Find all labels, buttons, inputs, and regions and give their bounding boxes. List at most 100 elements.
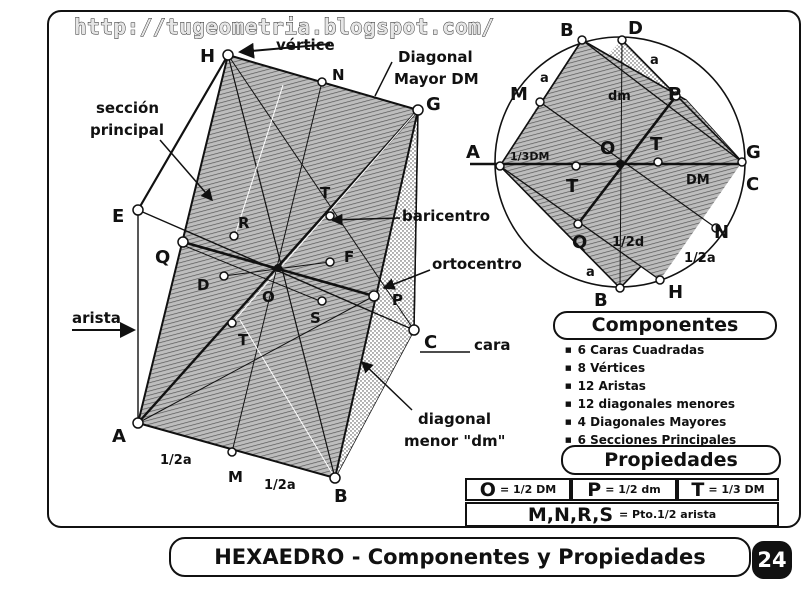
label-M: M <box>228 468 243 486</box>
dot-G <box>412 104 424 116</box>
clabel-T-upper: T <box>650 134 663 155</box>
clabel-a-bottom: a <box>586 265 595 280</box>
label-S: S <box>310 309 321 327</box>
label-Q: Q <box>155 247 170 268</box>
clabel-A: A <box>466 142 480 163</box>
label-ortocentro: ortocentro <box>432 255 522 273</box>
label-R: R <box>238 214 250 232</box>
white-line-upper <box>235 84 284 233</box>
property-midpoints: M,N,R,S = Pto.1/2 arista <box>465 502 779 527</box>
circle-dots <box>495 35 747 293</box>
clabel-P: P <box>668 84 681 105</box>
dot-Q <box>177 236 189 248</box>
clabel-third-dm: 1/3DM <box>510 150 549 163</box>
clabel-Q: Q <box>572 232 587 253</box>
clabel-a-top: a <box>650 53 659 68</box>
property-key: O <box>479 478 496 501</box>
label-E: E <box>112 206 124 227</box>
label-half-edge-left: 1/2a <box>160 453 192 468</box>
edge-GC <box>413 109 419 331</box>
hexahedron-solid <box>72 42 470 484</box>
clabel-C: C <box>746 174 759 195</box>
cdot-N <box>711 223 721 233</box>
clabel-H: H <box>668 282 683 303</box>
property-key: T <box>691 478 705 501</box>
property-key: P <box>587 478 602 501</box>
label-mayor-dm: Mayor DM <box>394 70 479 88</box>
label-T-top: T <box>320 184 331 202</box>
label-P: P <box>392 291 403 309</box>
label-C: C <box>424 332 437 353</box>
segment-P-Q <box>576 95 678 225</box>
content-panel <box>47 10 801 528</box>
cdot-H <box>655 275 665 285</box>
list-item: 12 Aristas <box>565 377 736 395</box>
white-diagonal <box>239 319 336 479</box>
label-cara: cara <box>474 336 511 354</box>
property-value: = 1/3 DM <box>708 483 765 496</box>
label-B: B <box>334 486 348 507</box>
list-item: 6 Caras Cuadradas <box>565 341 736 359</box>
componentes-list: 6 Caras Cuadradas 8 Vértices 12 Aristas … <box>565 341 737 449</box>
label-half-edge-right: 1/2a <box>264 478 296 493</box>
dotted-face-lower <box>335 296 414 478</box>
cdot-T-lower <box>571 161 581 171</box>
label-principal: principal <box>90 121 164 139</box>
dot-D <box>219 271 229 281</box>
list-item: 12 diagonales menores <box>565 395 736 413</box>
cdot-P <box>671 91 681 101</box>
label-T-bottom: T <box>238 331 249 349</box>
cdot-M <box>535 97 545 107</box>
dot-B <box>329 472 341 484</box>
property-value: = Pto.1/2 arista <box>619 508 717 521</box>
label-A: A <box>112 426 126 447</box>
main-figure-labels: H N G E Q D R F O S T T P C A M B vértic… <box>72 36 522 507</box>
page-title: HEXAEDRO - Componentes y Propiedades <box>169 537 751 577</box>
diagonal-mayor-pointer <box>374 61 393 97</box>
cdot-O <box>616 160 624 168</box>
cdot-Q <box>573 219 583 229</box>
label-vertice: vértice <box>276 36 335 54</box>
cdot-T-upper <box>653 157 663 167</box>
clabel-B-bottom: B <box>594 290 608 311</box>
label-N: N <box>332 66 345 84</box>
page-number-badge: 24 <box>752 541 792 579</box>
diagonal-menor-pointer <box>360 360 413 411</box>
label-D: D <box>197 276 209 294</box>
dot-T-bottom <box>227 318 237 328</box>
seccion-pointer <box>159 139 213 202</box>
label-F: F <box>344 248 354 266</box>
label-diagonal-menor-1: diagonal <box>418 410 491 428</box>
dot-T-top <box>325 211 335 221</box>
vertice-pointer <box>238 42 331 59</box>
clabel-N: N <box>714 222 729 243</box>
baricentro-pointer <box>330 213 401 226</box>
clabel-D: D <box>628 18 643 39</box>
property-P: P = 1/2 dm <box>571 478 677 501</box>
ortocentro-pointer <box>382 269 431 290</box>
label-H: H <box>200 46 215 67</box>
label-diagonal-menor-2: menor "dm" <box>404 432 505 450</box>
clabel-O: O <box>600 138 615 159</box>
cdot-D <box>617 35 627 45</box>
clabel-DM: DM <box>686 173 710 188</box>
dot-N <box>317 77 327 87</box>
label-diagonal: Diagonal <box>398 48 473 66</box>
dot-C <box>408 324 420 336</box>
circle-figure <box>470 35 747 293</box>
clabel-half-a: 1/2a <box>684 251 716 266</box>
componentes-title: Componentes <box>553 311 777 340</box>
clabel-a-left: a <box>540 71 549 86</box>
list-item: 6 Secciones Principales <box>565 431 737 449</box>
cdot-A <box>495 161 505 171</box>
dot-H <box>222 49 234 61</box>
dot-E <box>132 204 144 216</box>
clabel-B-top: B <box>560 20 574 41</box>
edge-HE <box>137 54 229 211</box>
clabel-T-lower: T <box>566 176 579 197</box>
property-O: O = 1/2 DM <box>465 478 571 501</box>
clabel-dm: dm <box>608 89 631 104</box>
label-seccion: sección <box>96 99 159 117</box>
